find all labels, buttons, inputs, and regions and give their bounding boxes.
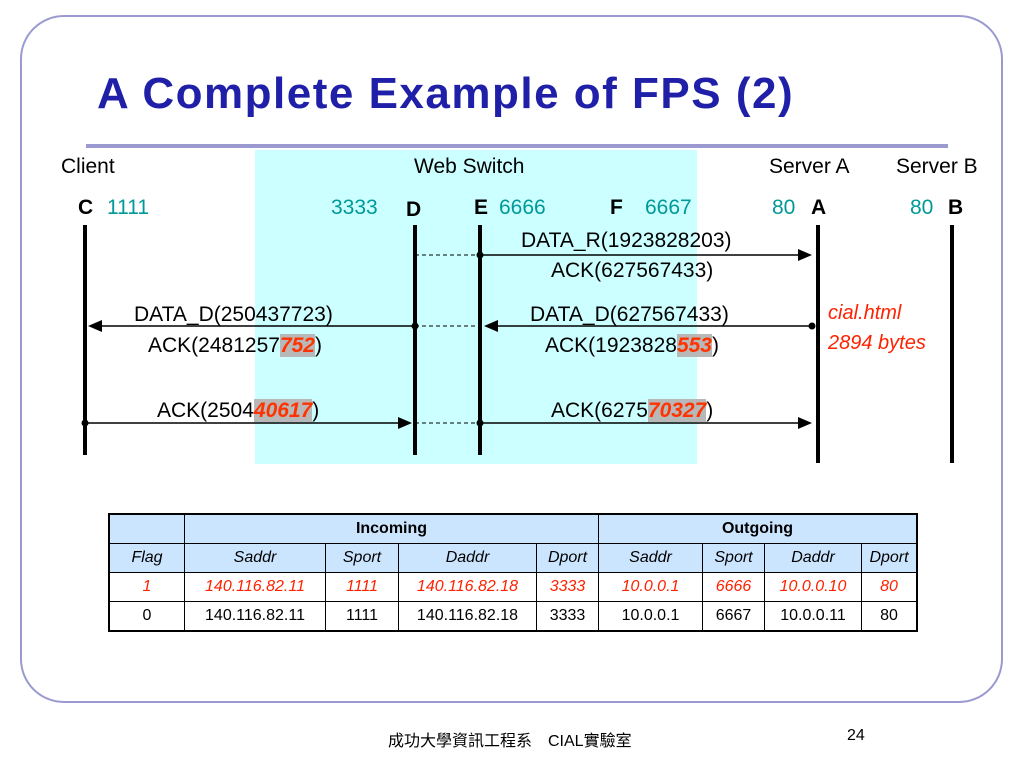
table-cell: 1111 — [325, 572, 399, 602]
web-switch-label: Web Switch — [414, 155, 525, 178]
col-header: Sport — [325, 543, 399, 573]
note-filename: cial.html — [828, 302, 902, 324]
port-c: 1111 — [107, 196, 150, 219]
node-e: E — [474, 196, 489, 219]
node-f: F — [610, 196, 623, 219]
ack2-client-highlight: 40617 — [253, 399, 313, 422]
table-cell: 10.0.0.1 — [598, 572, 703, 602]
fps-table: Incoming Outgoing Flag Saddr Sport Daddr… — [108, 513, 918, 632]
port-b: 80 — [910, 196, 934, 219]
col-header: Flag — [108, 543, 185, 573]
server-b-label: Server B — [896, 155, 978, 178]
table-row: 0 140.116.82.11 1111 140.116.82.18 3333 … — [108, 601, 918, 632]
node-a: A — [811, 196, 827, 219]
msg-ack-627567433: ACK(627567433) — [551, 259, 714, 282]
table-corner — [108, 513, 185, 544]
col-header: Sport — [702, 543, 765, 573]
table-cell: 0 — [108, 601, 185, 632]
msg-data-d-server: DATA_D(627567433) — [530, 303, 729, 326]
ack-client-highlight: 752 — [279, 334, 315, 357]
col-header: Dport — [536, 543, 599, 573]
table-cell: 3333 — [536, 572, 599, 602]
port-e: 6666 — [499, 196, 546, 219]
title-underline — [86, 144, 948, 148]
col-header: Saddr — [184, 543, 326, 573]
table-cell: 10.0.0.1 — [598, 601, 703, 632]
table-cell: 6667 — [702, 601, 765, 632]
note-filesize: 2894 bytes — [828, 332, 926, 354]
outgoing-header: Outgoing — [598, 513, 918, 544]
msg-ack2-server: ACK(627570327) — [551, 399, 714, 422]
node-c: C — [78, 196, 94, 219]
server-a-label: Server A — [769, 155, 850, 178]
slide-frame — [20, 15, 1003, 703]
col-header: Daddr — [764, 543, 862, 573]
col-header: Daddr — [398, 543, 537, 573]
table-cell: 1 — [108, 572, 185, 602]
table-cell: 80 — [861, 601, 918, 632]
client-label: Client — [61, 155, 115, 178]
table-row: 1 140.116.82.11 1111 140.116.82.18 3333 … — [108, 572, 918, 602]
msg-data-r: DATA_R(1923828203) — [521, 229, 732, 252]
slide-title: A Complete Example of FPS (2) — [97, 69, 795, 118]
table-cell: 80 — [861, 572, 918, 602]
table-cell: 3333 — [536, 601, 599, 632]
port-f: 6667 — [645, 196, 692, 219]
ack2-server-highlight: 70327 — [647, 399, 707, 422]
footer-institution: 成功大學資訊工程系 CIAL實驗室 — [388, 733, 632, 750]
table-cell: 1111 — [325, 601, 399, 632]
port-d: 3333 — [331, 196, 378, 219]
node-d: D — [406, 198, 422, 221]
table-cell: 140.116.82.18 — [398, 572, 537, 602]
msg-ack-server: ACK(1923828553) — [545, 334, 719, 357]
table-cell: 10.0.0.11 — [764, 601, 862, 632]
msg-data-d-client: DATA_D(250437723) — [134, 303, 333, 326]
incoming-header: Incoming — [184, 513, 599, 544]
port-a: 80 — [772, 196, 796, 219]
table-cell: 140.116.82.11 — [184, 601, 326, 632]
msg-ack2-client: ACK(250440617) — [157, 399, 320, 422]
table-cell: 140.116.82.18 — [398, 601, 537, 632]
table-cell: 6666 — [702, 572, 765, 602]
web-switch-region — [255, 150, 697, 464]
node-b: B — [948, 196, 964, 219]
col-header: Saddr — [598, 543, 703, 573]
table-cell: 140.116.82.11 — [184, 572, 326, 602]
col-header: Dport — [861, 543, 918, 573]
ack-server-highlight: 553 — [676, 334, 712, 357]
msg-ack-client: ACK(2481257752) — [148, 334, 322, 357]
page-number: 24 — [847, 727, 865, 744]
table-cell: 10.0.0.10 — [764, 572, 862, 602]
